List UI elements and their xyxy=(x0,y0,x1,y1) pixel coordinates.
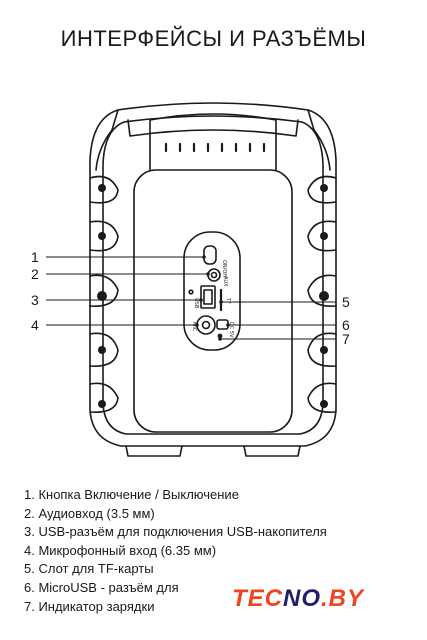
label-mic: MIC xyxy=(191,322,197,332)
speaker-outer-body xyxy=(89,102,337,447)
rear-panel xyxy=(133,169,293,433)
handle-grip-marks xyxy=(164,142,266,153)
right-side-bumpers xyxy=(307,175,337,414)
callout-4: 4 xyxy=(31,317,39,333)
bottom-foot-right xyxy=(243,445,301,457)
legend-item-7: 7. Индикатор зарядки xyxy=(24,598,155,614)
callout-2: 2 xyxy=(31,266,39,282)
legend-item-6: 6. MicroUSB - разъём для xyxy=(24,579,179,595)
callout-6: 6 xyxy=(342,317,350,333)
label-aux: AUX xyxy=(222,276,228,287)
brand-part-2: .BY xyxy=(321,585,365,612)
aux-jack xyxy=(207,268,221,282)
charge-indicator xyxy=(217,333,223,339)
legend-item-1: 1. Кнопка Включение / Выключение xyxy=(24,487,239,502)
brand-accent: NO xyxy=(283,585,321,612)
mic-jack xyxy=(196,315,216,335)
speaker-inner-body xyxy=(102,115,324,435)
legend-list: 1. Кнопка Включение / Выключение 2. Ауди… xyxy=(24,486,327,616)
legend-item-2: 2. Аудиовход (3.5 мм) xyxy=(24,505,155,521)
label-microusb: DC 5V xyxy=(228,322,234,338)
bottom-foot-left xyxy=(125,445,183,457)
power-button xyxy=(203,245,217,265)
usb-port xyxy=(200,285,216,309)
legend-item-5: 5. Слот для TF-карты xyxy=(24,561,154,577)
right-bumper-holes xyxy=(319,184,329,408)
speaker-handle xyxy=(149,113,277,171)
brand-part-1: TEC xyxy=(232,585,283,612)
legend-item-3: 3. USB-разъём для подключения USB-накопи… xyxy=(24,524,327,540)
left-bumper-holes xyxy=(97,184,107,408)
callout-7: 7 xyxy=(342,331,350,347)
page-title: ИНТЕРФЕЙСЫ И РАЗЪЁМЫ xyxy=(60,26,367,51)
label-usb: USB xyxy=(193,298,199,309)
label-tf: TF xyxy=(225,297,231,304)
label-power: ON/OFF xyxy=(221,260,227,279)
control-panel xyxy=(183,231,241,351)
left-side-bumpers xyxy=(89,175,119,414)
callout-1: 1 xyxy=(31,249,39,265)
callout-5: 5 xyxy=(342,294,350,310)
brand-logo: TECNO.BY xyxy=(232,585,364,613)
legend-item-4: 4. Микрофонный вход (6.35 мм) xyxy=(24,542,217,558)
callout-3: 3 xyxy=(31,292,39,308)
